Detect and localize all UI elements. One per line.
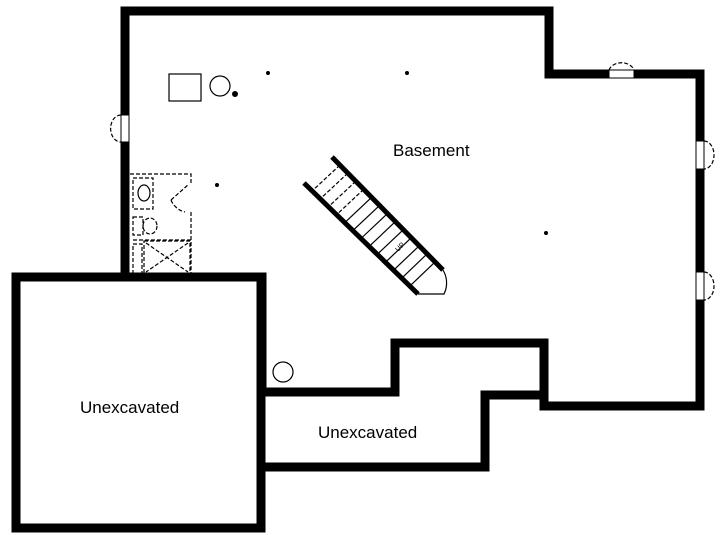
- unexcavated-left-wall: [11, 272, 266, 533]
- drain-icon: [232, 91, 238, 97]
- window-right-2: [695, 271, 715, 301]
- basement-wall: [120, 6, 705, 411]
- toilet-icon: [132, 216, 144, 236]
- stair-tread: [311, 164, 341, 192]
- stair-tread: [336, 188, 365, 216]
- window-left: [110, 114, 130, 143]
- window-top: [608, 62, 635, 79]
- stair-tread: [344, 196, 373, 224]
- post-icon: [405, 71, 409, 75]
- post-icon: [544, 231, 548, 235]
- window-right-1: [695, 140, 715, 170]
- shower-icon: [143, 240, 191, 275]
- post-icon: [215, 183, 219, 187]
- sump-pit-icon: [272, 361, 294, 383]
- room-label-unexcavated-left: Unexcavated: [80, 398, 179, 417]
- stair-tread: [393, 245, 420, 271]
- stair-tread: [368, 221, 396, 247]
- stair-tread: [409, 261, 436, 287]
- stair-tread: [360, 213, 388, 239]
- stair-tread: [352, 204, 380, 232]
- future-bathroom: [130, 173, 192, 276]
- stair-tread: [376, 229, 404, 255]
- sink-icon: [132, 177, 154, 210]
- stair-tread: [328, 180, 357, 208]
- room-label-unexcavated-lower: Unexcavated: [318, 423, 417, 442]
- stair-tread: [401, 253, 428, 279]
- stair-tread: [319, 172, 349, 200]
- post-icon: [266, 71, 270, 75]
- furnace-icon: [168, 73, 202, 102]
- unexcavated-lower-wall: [257, 390, 549, 472]
- water-heater-icon: [209, 75, 231, 97]
- staircase[interactable]: UP: [302, 155, 448, 296]
- stair-tread: [385, 237, 412, 263]
- room-label-basement: Basement: [393, 141, 470, 160]
